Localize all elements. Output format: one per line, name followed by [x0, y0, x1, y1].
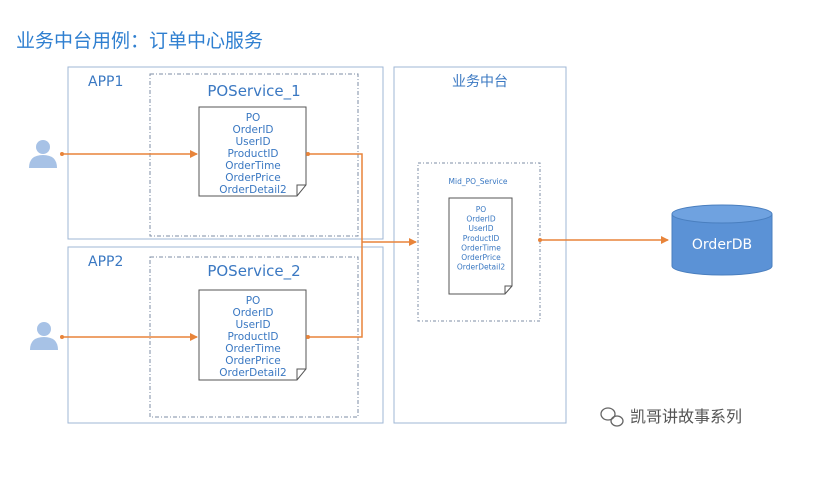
doc-field: UserID — [235, 319, 270, 331]
mid-doc-fold — [504, 285, 512, 294]
user-icon — [29, 140, 57, 168]
app2-po-document — [198, 289, 307, 381]
doc-field: OrderTime — [225, 160, 281, 172]
connectors — [60, 150, 669, 341]
doc-field: OrderDetail2 — [219, 184, 286, 196]
doc-field: OrderPrice — [225, 355, 280, 367]
orderdb-label: OrderDB — [692, 237, 752, 253]
user-icon — [30, 322, 58, 350]
doc-field: OrderTime — [461, 243, 501, 252]
doc-field: UserID — [235, 136, 270, 148]
middle-platform-container — [393, 66, 567, 424]
mid-po-service-title: Mid_PO_Service — [449, 177, 508, 186]
app2-container — [67, 246, 384, 424]
app2-doc-fold — [296, 368, 306, 380]
doc-field: PO — [246, 112, 261, 124]
wechat-watermark: 凯哥讲故事系列 — [600, 407, 742, 427]
poservice2-title: POService_2 — [207, 262, 300, 281]
middle-platform-label: 业务中台 — [452, 74, 508, 90]
doc-field: OrderDetail2 — [457, 263, 505, 272]
app1-doc-fold — [296, 184, 306, 196]
doc-field: OrderPrice — [461, 253, 501, 262]
doc-field: PO — [476, 205, 487, 214]
doc-field: OrderID — [232, 307, 273, 319]
app1-container — [67, 66, 384, 240]
app2-doc-fields: POOrderIDUserIDProductIDOrderTimeOrderPr… — [219, 295, 286, 379]
mid-doc-fields: POOrderIDUserIDProductIDOrderTimeOrderPr… — [457, 205, 505, 272]
watermark-text: 凯哥讲故事系列 — [630, 407, 742, 426]
doc-field: OrderID — [466, 215, 496, 224]
poservice1-title: POService_1 — [207, 82, 300, 101]
doc-field: PO — [246, 295, 261, 307]
app1-doc-fields: POOrderIDUserIDProductIDOrderTimeOrderPr… — [219, 112, 286, 196]
doc-field: ProductID — [463, 234, 500, 243]
page-title: 业务中台用例：订单中心服务 — [16, 30, 263, 52]
apps-merge-connector — [308, 153, 363, 338]
doc-field: ProductID — [227, 148, 278, 160]
poservice1-boundary — [149, 73, 359, 237]
mid-po-document — [448, 197, 513, 295]
wechat-icon — [600, 407, 624, 427]
doc-field: OrderPrice — [225, 172, 280, 184]
app1-label: APP1 — [88, 74, 123, 90]
doc-field: UserID — [468, 224, 493, 233]
app2-label: APP2 — [88, 254, 123, 270]
doc-field: OrderTime — [225, 343, 281, 355]
doc-field: ProductID — [227, 331, 278, 343]
doc-field: OrderID — [232, 124, 273, 136]
app1-po-document — [198, 106, 307, 197]
orderdb-database: OrderDB — [671, 204, 773, 276]
doc-field: OrderDetail2 — [219, 367, 286, 379]
